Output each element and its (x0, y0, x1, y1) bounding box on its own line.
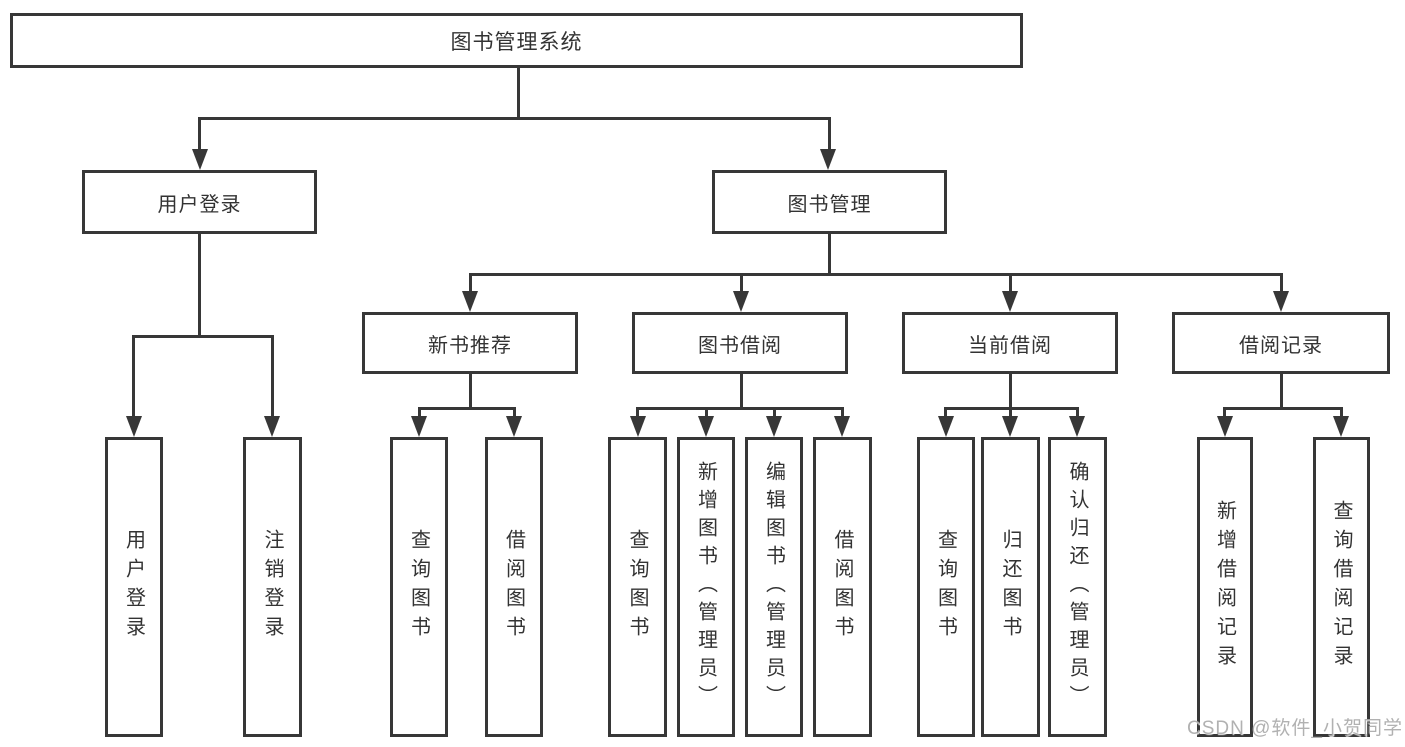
connector-v (469, 273, 472, 296)
node-bb-query-book-label: 查询图书 (626, 529, 648, 645)
connector-v (513, 407, 516, 420)
node-cb-query-book-label: 查询图书 (934, 529, 957, 645)
connector-v (1009, 273, 1012, 296)
arrow-down-icon (126, 416, 142, 437)
node-root-label: 图书管理系统 (450, 30, 583, 54)
node-bb-borrow-book: 借阅图书 (813, 437, 872, 737)
node-bb-add-book: 新增图书（管理员） (677, 437, 735, 737)
connector-h (198, 117, 831, 120)
node-bb-edit-book: 编辑图书（管理员） (745, 437, 803, 737)
node-current-borrow: 当前借阅 (902, 312, 1118, 374)
connector-v (198, 234, 201, 338)
connector-v (944, 407, 947, 420)
arrow-down-icon (1002, 416, 1018, 437)
connector-v (517, 68, 520, 120)
node-new-book-rec: 新书推荐 (362, 312, 578, 374)
node-br-query-record: 查询借阅记录 (1313, 437, 1370, 737)
connector-v (1280, 273, 1283, 296)
node-br-add-record-label: 新增借阅记录 (1213, 500, 1236, 674)
node-nbr-borrow-book-label: 借阅图书 (502, 529, 525, 645)
node-br-add-record: 新增借阅记录 (1197, 437, 1253, 737)
node-book-borrow: 图书借阅 (632, 312, 848, 374)
node-borrow-records-label: 借阅记录 (1239, 334, 1323, 357)
arrow-down-icon (1217, 416, 1233, 437)
connector-v (418, 407, 421, 420)
node-borrow-records: 借阅记录 (1172, 312, 1390, 374)
connector-v (1280, 374, 1283, 410)
node-bb-borrow-book-label: 借阅图书 (831, 529, 853, 645)
arrow-down-icon (630, 416, 646, 437)
connector-v (469, 374, 472, 410)
arrow-down-icon (462, 291, 478, 312)
node-ul-user-login: 用户登录 (105, 437, 163, 737)
arrow-down-icon (1002, 291, 1018, 312)
node-new-book-rec-label: 新书推荐 (428, 334, 512, 357)
connector-v (1340, 407, 1343, 420)
arrow-down-icon (820, 149, 836, 170)
connector-v (773, 407, 776, 420)
node-ul-logout: 注销登录 (243, 437, 302, 737)
node-user-login: 用户登录 (82, 170, 317, 234)
csdn-watermark: CSDN @软件_小贺同学 (1187, 718, 1403, 739)
node-cb-query-book: 查询图书 (917, 437, 975, 737)
node-nbr-borrow-book: 借阅图书 (485, 437, 543, 737)
node-bb-query-book: 查询图书 (608, 437, 667, 737)
connector-v (1009, 407, 1012, 420)
connector-v (740, 374, 743, 410)
arrow-down-icon (506, 416, 522, 437)
arrow-down-icon (733, 291, 749, 312)
node-bb-edit-book-label: 编辑图书（管理员） (762, 461, 785, 713)
node-book-mgmt: 图书管理 (712, 170, 947, 234)
connector-h (469, 273, 1282, 276)
connector-v (740, 273, 743, 296)
node-book-mgmt-label: 图书管理 (787, 193, 872, 216)
node-cb-return-book-label: 归还图书 (999, 529, 1021, 645)
connector-v (132, 335, 135, 420)
connector-h (636, 407, 844, 410)
connector-v (1009, 374, 1012, 410)
arrow-down-icon (1273, 291, 1289, 312)
node-user-login-label: 用户登录 (157, 193, 242, 216)
connector-h (418, 407, 516, 410)
node-cb-confirm-return: 确认归还（管理员） (1048, 437, 1107, 737)
connector-v (841, 407, 844, 420)
arrow-down-icon (698, 416, 714, 437)
arrow-down-icon (1333, 416, 1349, 437)
connector-v (828, 234, 831, 276)
connector-h (1223, 407, 1343, 410)
node-cb-return-book: 归还图书 (981, 437, 1040, 737)
connector-v (198, 117, 201, 155)
arrow-down-icon (411, 416, 427, 437)
arrow-down-icon (766, 416, 782, 437)
node-bb-add-book-label: 新增图书（管理员） (694, 461, 717, 713)
node-ul-user-login-label: 用户登录 (122, 529, 145, 645)
connector-h (133, 335, 274, 338)
connector-v (271, 335, 274, 420)
node-book-borrow-label: 图书借阅 (698, 334, 782, 357)
node-current-borrow-label: 当前借阅 (968, 334, 1052, 357)
connector-v (1076, 407, 1079, 420)
connector-v (828, 117, 831, 155)
connector-v (636, 407, 639, 420)
arrow-down-icon (938, 416, 954, 437)
connector-v (1223, 407, 1226, 420)
arrow-down-icon (834, 416, 850, 437)
arrow-down-icon (1069, 416, 1085, 437)
node-root: 图书管理系统 (10, 13, 1023, 68)
arrow-down-icon (264, 416, 280, 437)
node-nbr-query-book-label: 查询图书 (407, 529, 430, 645)
node-cb-confirm-return-label: 确认归还（管理员） (1066, 461, 1088, 713)
arrow-down-icon (192, 149, 208, 170)
node-br-query-record-label: 查询借阅记录 (1330, 500, 1352, 674)
node-ul-logout-label: 注销登录 (261, 529, 283, 645)
connector-v (705, 407, 708, 420)
node-nbr-query-book: 查询图书 (390, 437, 448, 737)
